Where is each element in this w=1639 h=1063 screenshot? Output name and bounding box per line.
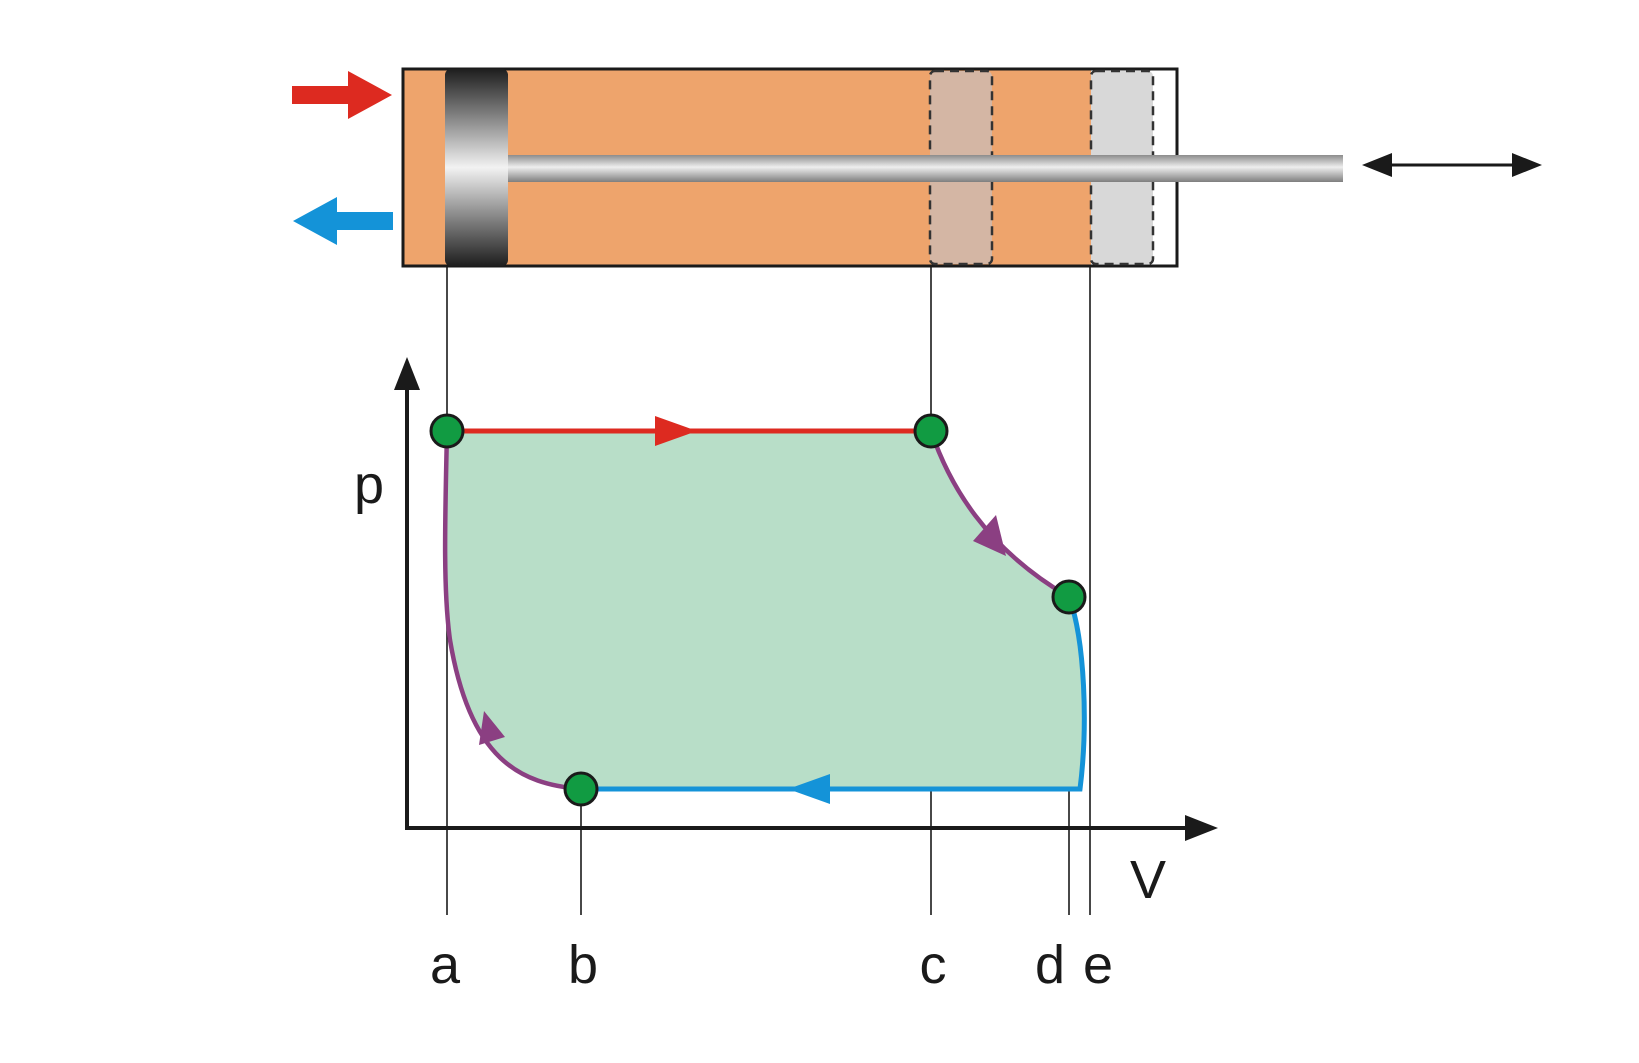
- state-points: [429, 413, 1087, 807]
- piston-rod: [505, 155, 1343, 182]
- volume-axis-label: V: [1130, 850, 1166, 910]
- compression-direction-arrow: [479, 711, 505, 745]
- state-point-b: [563, 771, 599, 807]
- expansion-direction-arrow: [973, 515, 1006, 556]
- red-arrow-right-icon: [292, 71, 392, 119]
- exhaust-line: [581, 596, 1087, 792]
- position-label-a: a: [430, 935, 461, 995]
- state-point-d: [1051, 579, 1087, 615]
- state-point-c: [913, 413, 949, 449]
- exhaust-direction-arrow: [788, 774, 830, 804]
- blue-arrow-left-icon: [293, 197, 393, 245]
- axes: [394, 357, 1218, 841]
- compression-curve: [442, 430, 582, 792]
- pressure-axis-arrowhead: [394, 357, 420, 390]
- position-label-e: e: [1083, 935, 1113, 995]
- cylinder: [401, 67, 1343, 268]
- cycle-area: [445, 431, 1085, 789]
- expansion-curve: [928, 430, 1071, 599]
- piston: [445, 69, 508, 266]
- double-headed-arrow-icon: [1362, 153, 1542, 177]
- intake-direction-arrow: [655, 416, 697, 446]
- position-label-b: b: [568, 935, 598, 995]
- position-label-d: d: [1035, 935, 1065, 995]
- volume-axis-arrowhead: [1185, 815, 1218, 841]
- position-label-c: c: [920, 935, 947, 995]
- pressure-axis-label: p: [354, 455, 384, 515]
- state-point-a: [429, 413, 465, 449]
